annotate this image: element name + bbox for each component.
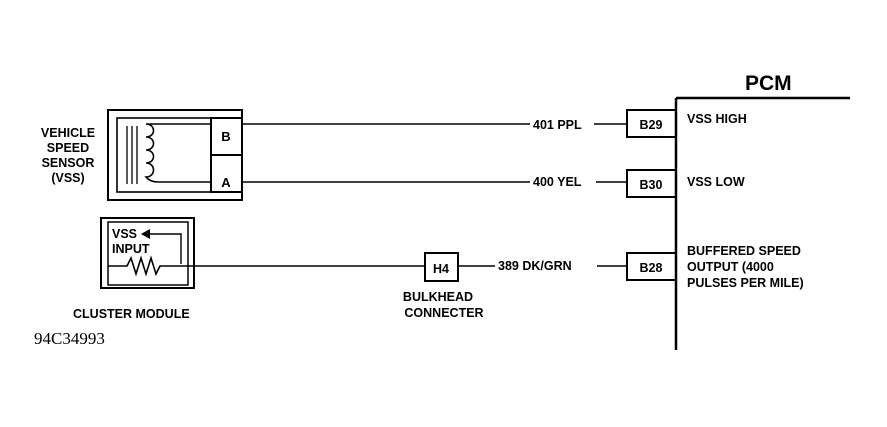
vss-label-line-1: VEHICLE <box>41 126 95 140</box>
cluster-inner-line-2: INPUT <box>112 242 150 256</box>
figure-id: 94C34993 <box>34 329 105 348</box>
pcm-pin-b28-box <box>626 252 677 281</box>
pcm-pin-b29-desc: VSS HIGH <box>687 112 747 126</box>
bulkhead-pin-box <box>424 252 459 282</box>
pcm-pin-b28-desc-line-2: OUTPUT (4000 <box>687 260 774 274</box>
bulkhead-pin: H4 <box>433 262 449 276</box>
bulkhead-caption-line-2: CONNECTER <box>404 306 483 320</box>
pcm-pin-b28-desc-line-3: PULSES PER MILE) <box>687 276 804 290</box>
cluster-inner-line-1: VSS <box>112 227 137 241</box>
resistor-icon <box>108 255 194 277</box>
pcm-title: PCM <box>745 72 792 95</box>
wiper-arrow-head-icon <box>141 229 150 239</box>
bulkhead-connector: H4 BULKHEAD CONNECTER <box>403 252 484 320</box>
vss-sensor: VEHICLE SPEED SENSOR (VSS) B A <box>41 109 243 201</box>
wire-389-label: 389 DK/GRN <box>498 259 572 273</box>
pcm-pin-b28: B28 <box>640 261 663 275</box>
pcm-pin-b29: B29 <box>640 118 663 132</box>
vss-label-line-4: (VSS) <box>51 171 84 185</box>
vss-coil <box>144 123 211 183</box>
bulkhead-caption-line-1: BULKHEAD <box>403 290 473 304</box>
cluster-caption: CLUSTER MODULE <box>73 307 190 321</box>
pcm-pin-b28-desc-line-1: BUFFERED SPEED <box>687 244 801 258</box>
vss-pin-b: B <box>221 129 230 144</box>
wires: 401 PPL 400 YEL 389 DK/GRN <box>194 118 627 273</box>
cluster-outer-box <box>100 217 195 289</box>
pcm-pin-b29-box <box>626 109 677 138</box>
pcm-pins: B29 VSS HIGH B30 VSS LOW B28 BUFFERED SP… <box>626 109 804 290</box>
vss-pin-a-box <box>210 154 243 193</box>
vss-label-line-3: SENSOR <box>42 156 95 170</box>
pcm-pin-b30-desc: VSS LOW <box>687 175 745 189</box>
vss-label-line-2: SPEED <box>47 141 89 155</box>
pcm-block: PCM <box>674 72 850 350</box>
pcm-pin-b30-box <box>626 169 677 198</box>
wire-400-label: 400 YEL <box>533 175 582 189</box>
cluster-inner-box <box>107 221 189 286</box>
vss-inner-frame <box>116 117 212 193</box>
cluster-module: VSS INPUT CLUSTER MODULE <box>73 217 195 321</box>
pcm-pin-b30: B30 <box>640 178 663 192</box>
wire-401-label: 401 PPL <box>533 118 582 132</box>
wiper-arrow-line <box>147 233 182 264</box>
vss-pin-a: A <box>221 175 231 190</box>
